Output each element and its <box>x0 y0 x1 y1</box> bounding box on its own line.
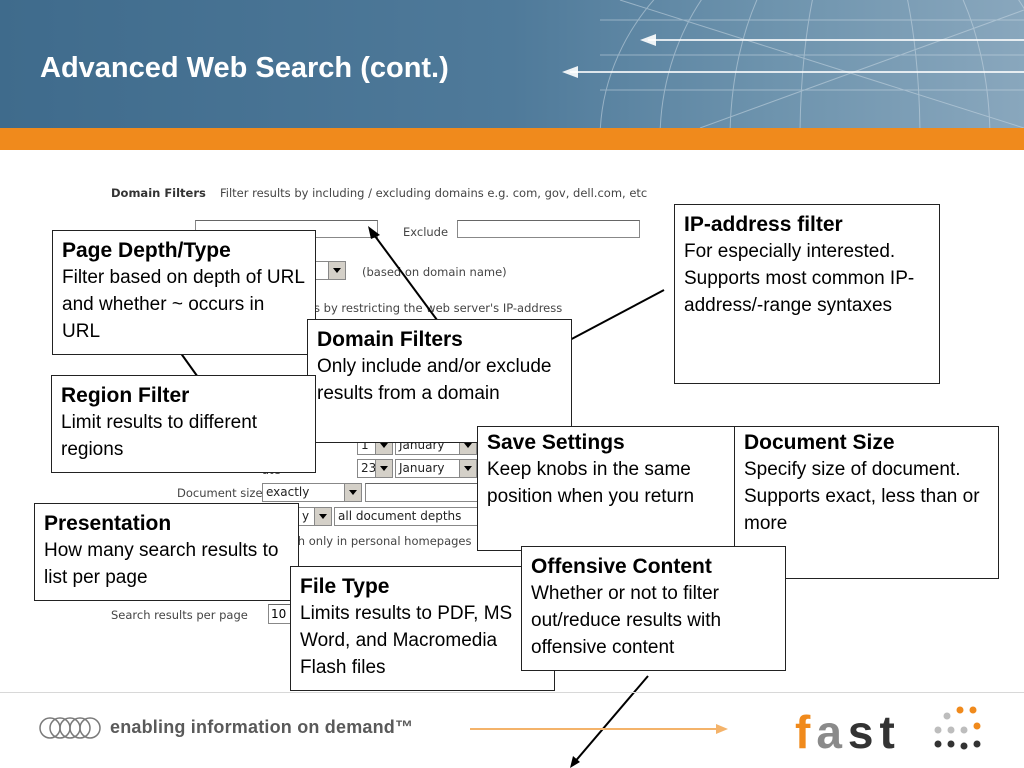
callout-body: Keep knobs in the same position when you… <box>487 459 695 507</box>
callout-title: Save Settings <box>487 431 625 454</box>
callout-title: Page Depth/Type <box>62 239 231 262</box>
callout-title: Offensive Content <box>531 555 712 578</box>
callout-offensive-content: Offensive Content Whether or not to filt… <box>521 546 786 671</box>
region-select[interactable] <box>312 261 346 280</box>
callout-title: File Type <box>300 575 390 598</box>
footer-tagline: enabling information on demand™ <box>110 717 414 737</box>
ip-restrict-text: s by restricting the web server's IP-add… <box>314 301 563 315</box>
callout-title: Document Size <box>744 431 895 454</box>
depth-select[interactable]: all document depths <box>334 507 479 526</box>
callout-title: Region Filter <box>61 384 190 407</box>
date-month2-select[interactable]: January <box>395 459 477 478</box>
rings-logo-icon <box>39 717 101 739</box>
results-per-page-label: Search results per page <box>111 608 248 622</box>
based-on-domain-note: (based on domain name) <box>362 265 507 279</box>
callout-file-type: File Type Limits results to PDF, MS Word… <box>290 566 555 691</box>
chevron-down-icon <box>314 508 331 525</box>
document-size-label: Document size <box>177 486 263 500</box>
document-size-input[interactable] <box>365 483 479 502</box>
callout-body: Only include and/or exclude results from… <box>317 356 552 404</box>
domain-filters-description: Filter results by including / excluding … <box>220 186 648 200</box>
callout-body: Filter based on depth of URL and whether… <box>62 267 305 342</box>
callout-page-depth: Page Depth/Type Filter based on depth of… <box>52 230 316 355</box>
callout-ip-filter: IP-address filter For especially interes… <box>674 204 940 384</box>
callout-domain-filters: Domain Filters Only include and/or exclu… <box>307 319 572 443</box>
document-size-select[interactable]: exactly <box>262 483 362 502</box>
personal-homepages-option: rch only in personal homepages <box>287 534 472 548</box>
chevron-down-icon <box>459 460 476 477</box>
domain-filters-heading: Domain Filters <box>111 186 206 200</box>
callout-title: Presentation <box>44 512 172 535</box>
chevron-down-icon <box>328 262 345 279</box>
orange-accent-bar <box>0 128 1024 150</box>
callout-region-filter: Region Filter Limit results to different… <box>51 375 316 473</box>
header-banner: Advanced Web Search (cont.) <box>0 0 1024 128</box>
results-per-page-input[interactable]: 10 <box>268 604 292 624</box>
callout-body: How many search results to list per page <box>44 540 279 588</box>
callout-title: Domain Filters <box>317 328 463 351</box>
footer-divider <box>0 692 1024 693</box>
callout-save-settings: Save Settings Keep knobs in the same pos… <box>477 426 735 551</box>
depth-type-select[interactable]: y <box>298 507 332 526</box>
callout-body: Whether or not to filter out/reduce resu… <box>531 583 722 658</box>
callout-body: Limit results to different regions <box>61 412 258 460</box>
exclude-label: Exclude <box>403 225 449 239</box>
callout-title: IP-address filter <box>684 213 843 236</box>
callout-body: Limits results to PDF, MS Word, and Macr… <box>300 603 513 678</box>
callout-presentation: Presentation How many search results to … <box>34 503 299 601</box>
callout-body: For especially interested. Supports most… <box>684 241 915 316</box>
date-day2-select[interactable]: 23 <box>357 459 393 478</box>
callout-body: Specify size of document. Supports exact… <box>744 459 980 534</box>
globe-graphic <box>562 0 1024 128</box>
footer-arrow-icon <box>470 724 728 734</box>
chevron-down-icon <box>344 484 361 501</box>
slide-title: Advanced Web Search (cont.) <box>40 52 449 84</box>
exclude-domain-input[interactable] <box>457 220 640 238</box>
chevron-down-icon <box>375 460 392 477</box>
